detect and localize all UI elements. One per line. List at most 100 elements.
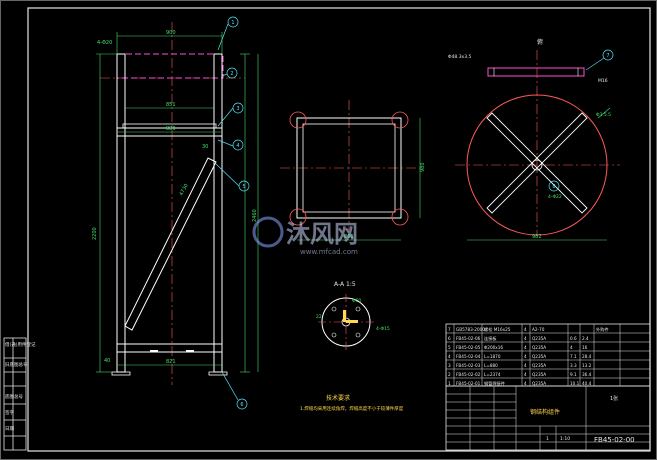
dim-section-dia: Φ60 [352, 298, 361, 304]
strip-label-2: 旧底图总号 [5, 361, 28, 368]
title-block: 钢结构组件 1张 1:10 1 FB45-02-00 [445, 385, 651, 451]
dim-front-total-height: 2460 [252, 209, 258, 222]
bom-cell-mat: Q235A [532, 345, 546, 350]
bom-cell-w1: 0.6 [570, 336, 577, 341]
left-strip-labels: 借(通)用件登记 旧底图总号 底图总号 签字 日期 [5, 341, 36, 432]
front-left-foot [111, 371, 131, 376]
front-view: 900 4-Φ20 851 880 821 4730 2200 2460 40 … [92, 16, 259, 410]
front-right-foot [208, 371, 228, 376]
bom-cell-qty: 4 [524, 336, 527, 341]
strip-label-4: 签字 [5, 409, 14, 416]
strip-label-1: 借(通)用件登记 [5, 341, 36, 348]
top-view: 俯 Φ48.3x3.5 M16 7 982 Φ3.5.5 4-Φ22 8 [448, 38, 620, 241]
bom-cell-w2: 36.4 [582, 372, 592, 377]
section-title: A-A 1:5 [334, 281, 356, 288]
bom-cell-note: 外购件 [596, 326, 609, 333]
dim-section-small: 22 [316, 314, 322, 320]
section-a-a: A-A 1:5 Φ60 4-Φ15 22 [316, 281, 390, 350]
left-binding-strip [3, 337, 27, 451]
title-block-sheet: 1张 [610, 395, 618, 402]
bom-cell-mat: Q235A [532, 363, 546, 368]
bom-cell-code: FB45-02-02 [456, 372, 481, 377]
bom-cell-mat: A2-70 [532, 327, 545, 332]
bom-cell-name: 钢管焊接件 [484, 380, 505, 387]
dim-disc-dia: 982 [532, 234, 542, 240]
title-block-qty: 1 [546, 436, 549, 442]
balloon-8: 8 [552, 184, 555, 190]
bom-cell-mat: Q235A [532, 372, 546, 377]
bom-cell-w1: 9.1 [570, 372, 577, 377]
drawing-frame [27, 7, 651, 452]
dim-front-left-height: 2200 [92, 227, 98, 240]
bom-cell-qty: 4 [524, 363, 527, 368]
side-frame-outer [296, 117, 402, 219]
dim-front-bottom-width: 821 [166, 359, 176, 365]
bom-cell-code: FB45-02-05 [456, 345, 481, 350]
title-block-scale: 1:10 [560, 436, 570, 442]
technical-notes: 技术要求 1.焊缝均采用连续角焊，焊缝高度不小于较薄件厚度 [300, 394, 404, 412]
bom-cell-no: 3 [448, 363, 451, 368]
top-brace-2 [486, 112, 588, 214]
balloon-6: 6 [240, 402, 243, 408]
balloon-7: 7 [606, 53, 609, 59]
bom-cell-qty: 4 [524, 372, 527, 377]
balloon-5: 5 [242, 184, 245, 190]
dim-side-width: 860 [344, 234, 354, 240]
dim-front-tag: 4-Φ20 [97, 40, 112, 46]
drawing-number: FB45-02-00 [594, 436, 635, 444]
bom-cell-no: 2 [448, 372, 451, 377]
bom-cell-qty: 4 [524, 327, 527, 332]
top-disc [466, 94, 608, 236]
notes-line: 1.焊缝均采用连续角焊，焊缝高度不小于较薄件厚度 [300, 405, 404, 412]
bom-cell-w1: 7.1 [570, 354, 577, 359]
pipe-label-left: Φ48.3x3.5 [448, 54, 472, 60]
bom-cell-w2: 2.4 [582, 336, 589, 341]
front-right-post [213, 53, 223, 373]
bom-cell-name: L=1870 [484, 354, 501, 359]
bom-cell-name: 螺栓 M16x25 [484, 326, 511, 333]
front-top-rail-hidden [116, 53, 224, 79]
bom-cell-qty: 4 [524, 345, 527, 350]
front-bottom-rail [116, 343, 223, 353]
watermark-url: www.mfcad.com [300, 248, 358, 256]
bom-cell-code: FB45-02-01 [456, 381, 481, 386]
bom-cell-w2: 40.4 [582, 381, 592, 386]
title-block-name: 钢结构组件 [530, 408, 560, 416]
top-pipe [487, 67, 585, 77]
bom-cell-code: GB5783-2000 [456, 327, 485, 332]
bom-cell-name: 连接板 [484, 335, 497, 342]
watermark: 沐风网 www.mfcad.com [252, 216, 358, 256]
bom-cell-w1: 4 [570, 345, 573, 350]
bom-cell-w2: 13.2 [582, 363, 592, 368]
dim-front-tube: 30 [202, 144, 208, 150]
bom-cell-mat: Q235A [532, 381, 546, 386]
watermark-logo-icon [252, 216, 284, 248]
dim-front-inner-width: 851 [166, 102, 176, 108]
bom-cell-w2: 28.4 [582, 354, 592, 359]
bom-cell-w2: 16 [582, 345, 588, 350]
strip-label-3: 底图总号 [5, 393, 23, 400]
strip-label-5: 日期 [5, 426, 14, 432]
bom-cell-name: L=2374 [484, 372, 501, 377]
bom-cell-qty: 4 [524, 381, 527, 386]
dim-front-top-width: 900 [166, 30, 176, 36]
dim-front-foot: 40 [104, 358, 110, 364]
bom-cell-name: Φ200x16 [484, 345, 503, 350]
balloon-2: 2 [230, 71, 233, 77]
bom-cell-code: FB45-02-04 [456, 354, 481, 359]
bom-cell-code: FB45-02-06 [456, 336, 481, 341]
dim-front-diag: 4730 [178, 183, 189, 197]
dim-front-lower-width: 880 [166, 126, 176, 132]
bom-cell-no: 7 [448, 327, 451, 332]
bom-cell-mat: Q235A [532, 354, 546, 359]
bom-cell-no: 5 [448, 345, 451, 350]
front-top-plate [122, 123, 217, 129]
bom-cell-w1: 10.1 [570, 381, 580, 386]
dim-disc-right: Φ3.5.5 [596, 112, 611, 118]
dim-section-hole: 4-Φ15 [376, 326, 390, 332]
pipe-label-right: M16 [598, 78, 608, 84]
bom-cell-mat: Q235A [532, 336, 546, 341]
bom-cell-name: L=880 [484, 363, 498, 368]
